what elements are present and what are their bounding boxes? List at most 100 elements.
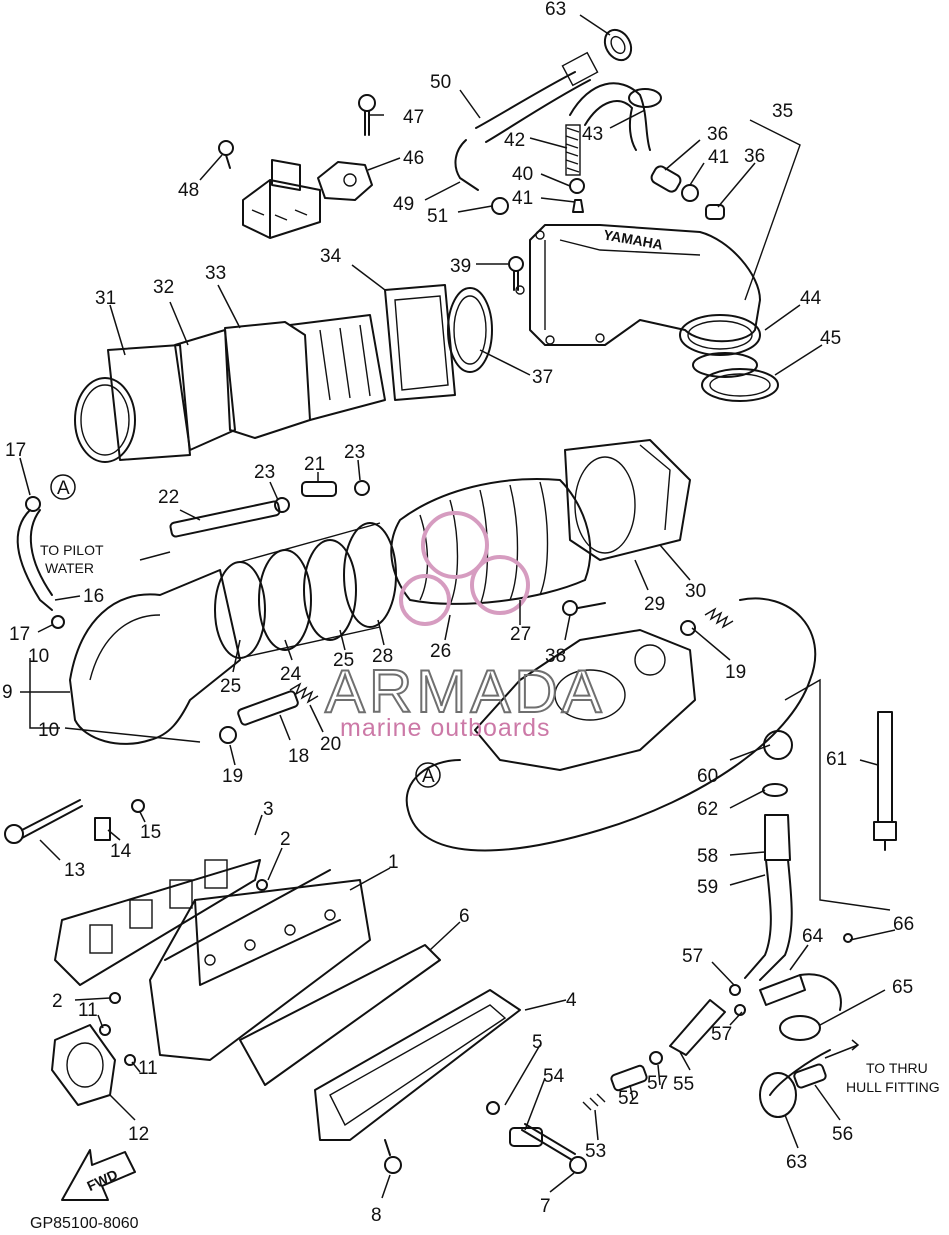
- bolt-47: [358, 94, 376, 136]
- part-label-11-top: 11: [78, 1000, 98, 1021]
- part-label-25-left: 25: [220, 676, 241, 697]
- gasket-6: [239, 944, 441, 1086]
- part-label-44: 44: [800, 288, 822, 309]
- part-label-58: 58: [697, 846, 718, 867]
- spring-42: [565, 124, 581, 176]
- part-label-24: 24: [280, 664, 302, 685]
- part-label-51: 51: [427, 206, 448, 227]
- exhaust-pipe-upper: [515, 224, 761, 356]
- part-label-41-right: 41: [708, 147, 729, 168]
- washer-15: [131, 799, 145, 813]
- part-label-43: 43: [582, 124, 603, 145]
- part-label-2-bottom: 2: [52, 991, 63, 1012]
- leader-61: [784, 678, 891, 911]
- clip-57-top: [729, 984, 741, 996]
- fwd-label: FWD: [84, 1166, 120, 1194]
- part-label-7: 7: [540, 1196, 551, 1217]
- part-label-54: 54: [543, 1066, 565, 1087]
- part-label-17-bottom: 17: [9, 624, 30, 645]
- fwd-arrow: [61, 1149, 136, 1201]
- muffler-upper: [74, 284, 493, 463]
- ref-a-bottom-label: A: [422, 766, 435, 787]
- part-label-53: 53: [585, 1141, 606, 1162]
- part-label-19-right: 19: [725, 662, 746, 683]
- part-label-60: 60: [697, 766, 718, 787]
- part-label-4: 4: [566, 990, 577, 1011]
- part-label-15: 15: [140, 822, 161, 843]
- part-label-16: 16: [83, 586, 104, 607]
- part-label-48: 48: [178, 180, 199, 201]
- gasket-65: [779, 1015, 821, 1041]
- part-label-66: 66: [893, 914, 914, 935]
- part-label-41-left: 41: [512, 188, 533, 209]
- bracket-48: [218, 140, 321, 239]
- part-label-20: 20: [320, 734, 341, 755]
- part-label-61: 61: [826, 749, 847, 770]
- watermark-logo: [399, 511, 530, 626]
- nipple-36: [650, 165, 725, 220]
- part-label-36-right: 36: [744, 146, 765, 167]
- part-label-3: 3: [263, 799, 274, 820]
- part-label-25-right: 25: [333, 650, 354, 671]
- part-label-10-top: 10: [28, 646, 49, 667]
- part-label-28: 28: [372, 646, 393, 667]
- part-label-8: 8: [371, 1205, 382, 1226]
- part-label-9: 9: [2, 682, 13, 703]
- joint-19-right: [680, 620, 696, 636]
- pipe-22: [169, 500, 281, 538]
- part-label-50: 50: [430, 72, 451, 93]
- part-label-17-top: 17: [5, 440, 26, 461]
- part-label-35: 35: [772, 101, 793, 122]
- watermark: ARMADA marine outboards: [324, 511, 606, 742]
- to-thru-hull-line1: TO THRU: [866, 1060, 928, 1076]
- watermark-brand: ARMADA: [325, 658, 606, 725]
- clip-41-right: [681, 184, 699, 202]
- to-pilot-water-line2: WATER: [45, 560, 94, 576]
- part-label-32: 32: [153, 277, 174, 298]
- clip-5: [486, 1101, 500, 1115]
- bolt-39: [508, 256, 524, 291]
- part-label-12: 12: [128, 1124, 149, 1145]
- bolt-14: [94, 817, 111, 841]
- bolt-38: [562, 600, 606, 616]
- part-label-19-left: 19: [222, 766, 243, 787]
- screw-66: [843, 933, 853, 943]
- hose-43: [569, 82, 662, 151]
- leader-lines: [19, 14, 896, 1199]
- part-label-5: 5: [532, 1032, 543, 1053]
- clip-51: [491, 197, 509, 215]
- part-label-22: 22: [158, 487, 179, 508]
- part-label-63-bottom: 63: [786, 1152, 807, 1173]
- ref-a-top: A: [50, 474, 76, 500]
- ref-a-bottom: A: [415, 762, 441, 788]
- part-label-23-left: 23: [254, 462, 275, 483]
- parts-linework: [4, 28, 897, 1201]
- drawing-code: GP85100-8060: [30, 1215, 139, 1232]
- part-label-37: 37: [532, 367, 553, 388]
- part-label-2-top: 2: [280, 829, 291, 850]
- dowel-11a: [99, 1024, 111, 1036]
- part-label-23-right: 23: [344, 442, 365, 463]
- pipe-64: [759, 974, 806, 1006]
- leader-35: [744, 119, 801, 301]
- engine-flange: [474, 629, 696, 771]
- spring-20: [289, 682, 319, 704]
- part-label-34: 34: [320, 246, 342, 267]
- part-label-27: 27: [510, 624, 531, 645]
- clamp-40: [569, 178, 585, 194]
- part-label-33: 33: [205, 263, 226, 284]
- joint-19: [219, 726, 237, 744]
- hose-63-lower: [769, 1049, 831, 1096]
- dowel-2-top: [256, 879, 268, 891]
- clamp-23-left: [274, 497, 290, 513]
- water-hose-loop: [405, 597, 817, 852]
- exhaust-manifold: [149, 869, 371, 1061]
- part-number-labels: 63 50 47 46 35 42 43 36 36 41 40 41 48 4…: [2, 0, 914, 1226]
- to-pilot-water-line1: TO PILOT: [40, 542, 104, 558]
- pipe-52: [610, 1064, 648, 1092]
- pipe-56: [793, 1063, 827, 1089]
- part-label-62: 62: [697, 799, 718, 820]
- part-label-26: 26: [430, 641, 451, 662]
- part-label-57-bottom: 57: [647, 1073, 668, 1094]
- part-label-36-left: 36: [707, 124, 728, 145]
